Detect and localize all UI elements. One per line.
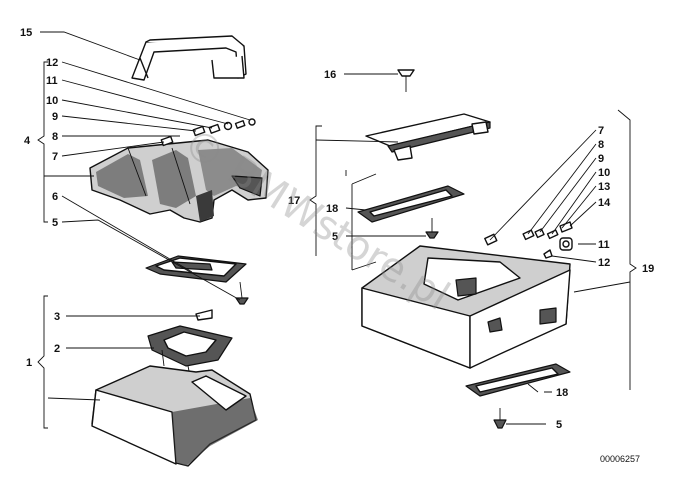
part-18-upper-strip: [357, 185, 465, 239]
part-2-frame: [147, 325, 233, 377]
part-16-screw: [397, 69, 415, 92]
leader-lines: [37, 31, 637, 429]
callout-11-right: 11: [598, 239, 610, 251]
callout-13: 13: [598, 181, 610, 193]
callout-5-left: 5: [52, 217, 58, 229]
callout-15: 15: [20, 27, 32, 39]
diagram-code: 00006257: [600, 454, 640, 464]
callout-4: 4: [24, 135, 31, 147]
callout-5-lower: 5: [556, 419, 562, 431]
callout-1: 1: [26, 357, 32, 369]
callout-12-left: 12: [46, 57, 58, 69]
part-17-bar: [365, 113, 491, 161]
callout-9-right: 9: [598, 153, 604, 165]
part-3-screw: [195, 309, 213, 321]
part-18-lower-strip: [465, 363, 571, 429]
callout-10-left: 10: [46, 95, 58, 107]
callout-18-lower: 18: [556, 387, 568, 399]
callout-16: 16: [324, 69, 336, 81]
callout-8-right: 8: [598, 139, 604, 151]
part-1-base: [91, 365, 258, 467]
small-clips-right: [484, 221, 573, 259]
callout-9-left: 9: [52, 111, 58, 123]
part-19-cover: [361, 245, 571, 369]
callout-11-left: 11: [46, 75, 58, 87]
callout-12-right: 12: [598, 257, 610, 269]
callout-10-right: 10: [598, 167, 610, 179]
small-clips-left: [160, 118, 256, 147]
callout-17: 17: [288, 195, 300, 207]
callout-labels: 15 12 11 10 9 4 8 7 6 5 3 2 1 16 17 18 5…: [20, 27, 654, 464]
part-15-bracket: [131, 35, 247, 81]
callout-5-mid: 5: [332, 231, 338, 243]
callout-7-right: 7: [598, 125, 604, 137]
callout-7-left: 7: [52, 151, 58, 163]
callout-6: 6: [52, 191, 58, 203]
callout-2: 2: [54, 343, 60, 355]
part-4-cover: [89, 139, 269, 223]
callout-18-upper: 18: [326, 203, 338, 215]
callout-14: 14: [598, 197, 611, 209]
callout-19: 19: [642, 263, 654, 275]
part-6-plate: [145, 255, 249, 305]
callout-3: 3: [54, 311, 60, 323]
callout-8-left: 8: [52, 131, 58, 143]
